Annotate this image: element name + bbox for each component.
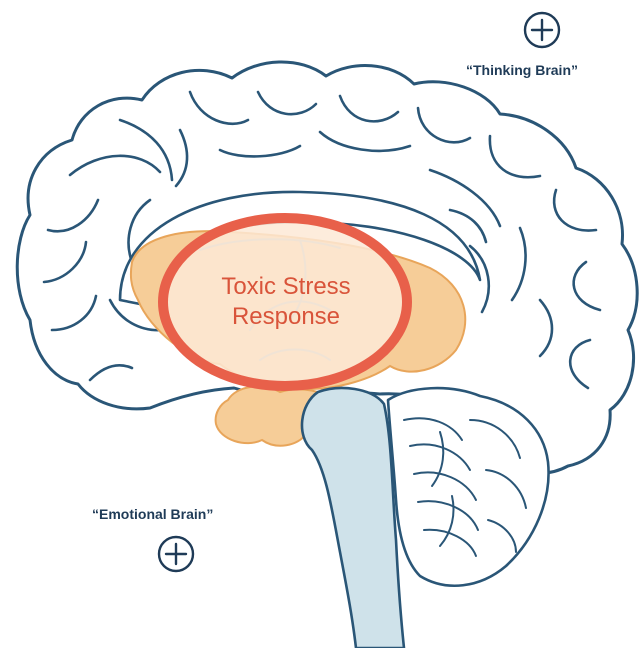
emotional-brain-label: “Emotional Brain” — [92, 506, 213, 522]
toxic-stress-line2: Response — [196, 302, 376, 332]
plus-circle-icon — [156, 534, 196, 574]
plus-circle-icon — [522, 10, 562, 50]
thinking-brain-label: “Thinking Brain” — [466, 62, 578, 78]
toxic-stress-line1: Toxic Stress — [196, 272, 376, 302]
toxic-stress-label: Toxic Stress Response — [196, 272, 376, 332]
brainstem — [302, 388, 404, 648]
